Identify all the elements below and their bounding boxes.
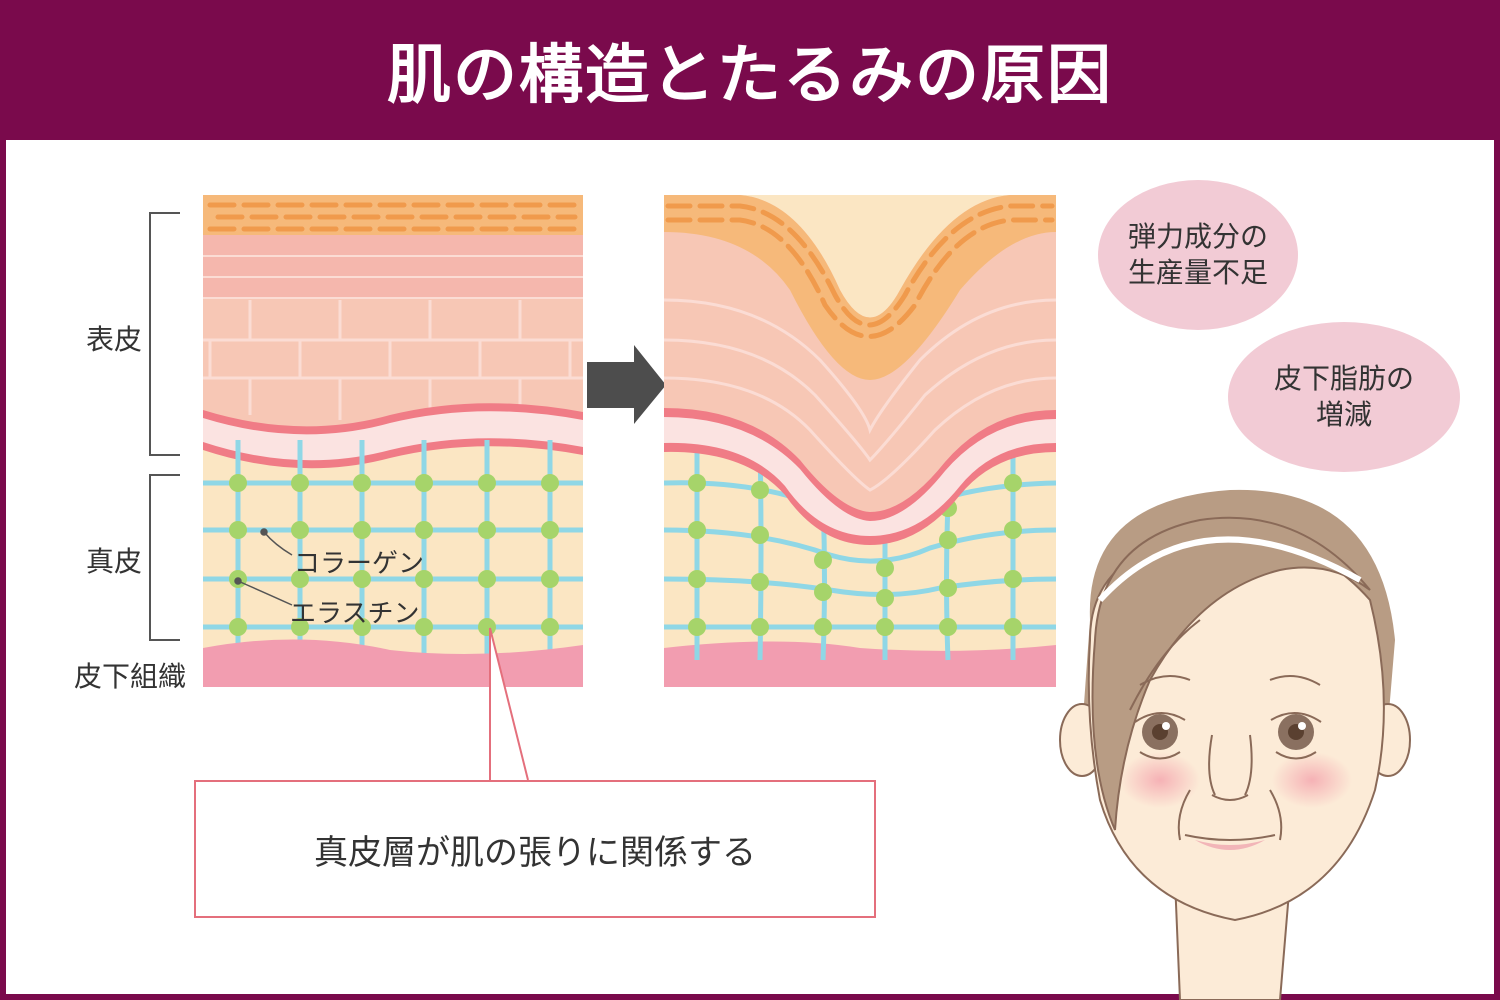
subcutaneous-label: 皮下組織: [74, 660, 187, 693]
callout-text: 真皮層が肌の張りに関係する: [314, 832, 756, 873]
fiber-pointers: [234, 528, 293, 606]
stratum-corneum-aged: [664, 195, 1056, 380]
elastin-nodes: [229, 474, 559, 636]
epidermis-label: 表皮: [86, 323, 143, 356]
page-title: 肌の構造とたるみの原因: [387, 39, 1113, 113]
elastin-nodes-aged: [688, 474, 1022, 636]
collagen-label: コラーゲン: [294, 549, 425, 579]
header: 肌の構造とたるみの原因: [0, 0, 1500, 140]
bubble-elastic-components: 弾力成分の 生産量不足: [1098, 180, 1298, 330]
bubble-1-line-2: 生産量不足: [1127, 256, 1268, 289]
layer-brackets: [149, 212, 180, 641]
callout-pointer: [489, 627, 529, 781]
elderly-woman-illustration: [1059, 489, 1411, 1000]
spinous-cells: [203, 300, 583, 420]
bubble-2-line-1: 皮下脂肪の: [1273, 362, 1414, 395]
healthy-skin-cross-section: [203, 195, 583, 687]
bubble-subcutaneous-fat: 皮下脂肪の 増減: [1228, 322, 1460, 472]
dermis-label: 真皮: [86, 545, 143, 578]
right-arrow-icon: [587, 345, 666, 424]
corneum-dashes: [207, 202, 578, 232]
elastin-label: エラスチン: [290, 599, 420, 629]
bubble-1-line-1: 弾力成分の: [1127, 220, 1268, 253]
subcutaneous-layer: [203, 639, 583, 687]
aged-skin-cross-section: [664, 195, 1056, 687]
bubble-2-line-2: 増減: [1315, 398, 1372, 431]
callout-box: 真皮層が肌の張りに関係する: [194, 780, 876, 918]
